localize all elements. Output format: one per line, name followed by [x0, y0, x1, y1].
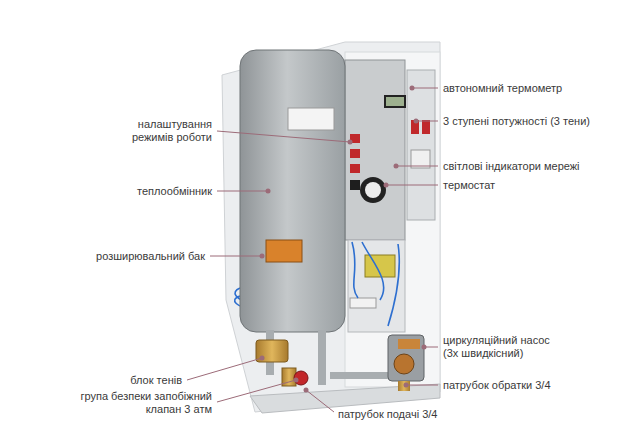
heater-block: [256, 340, 288, 362]
part-label: група безпеки запобіжний клапан 3 атм: [72, 390, 212, 416]
leader-dot: [304, 388, 309, 393]
leader-dot: [294, 378, 299, 383]
part-label: патрубок подачі 3/4: [338, 408, 437, 421]
leader-line: [396, 166, 438, 167]
leader-dot: [404, 383, 409, 388]
breaker-rail: [407, 70, 435, 220]
leader-line: [416, 121, 438, 122]
return-pipe: [398, 381, 410, 391]
leader-dots: [260, 86, 427, 393]
leader-line: [217, 380, 296, 402]
pump-plate: [398, 339, 420, 349]
leader-line: [217, 191, 268, 192]
part-label: патрубок обратки 3/4: [443, 379, 551, 392]
leader-line: [306, 390, 334, 412]
part-label: світлові індикатори мережі: [443, 160, 580, 173]
leader-dot: [410, 86, 415, 91]
breaker: [422, 120, 430, 134]
side-sheet: [222, 42, 440, 412]
part-label: циркуляційний насос (3х швидкісний): [443, 334, 568, 360]
leader-lines: [187, 88, 438, 412]
leader-line: [406, 385, 438, 386]
leader-line: [217, 131, 350, 142]
leader-dot: [414, 119, 419, 124]
pipe: [330, 372, 390, 379]
leader-dot: [260, 356, 265, 361]
part-label: автономний термометр: [443, 82, 562, 95]
pump-head: [394, 354, 414, 374]
power-switch: [350, 164, 360, 173]
leader-dot: [422, 345, 427, 350]
leader-dot: [384, 183, 389, 188]
warning-sticker: [266, 240, 302, 262]
leader-line: [412, 88, 438, 89]
part-label: налаштування режимів роботи: [117, 118, 212, 144]
part-label: 3 ступені потужності (3 тени): [443, 115, 590, 128]
wires: [352, 242, 399, 326]
leader-line: [386, 185, 438, 186]
leader-line: [187, 358, 262, 380]
thermostat-dial: [365, 182, 381, 198]
leader-dot: [266, 189, 271, 194]
valve-cap: [294, 371, 308, 385]
thermometer-display: [386, 97, 404, 106]
relay: [411, 150, 430, 168]
mode-switch: [350, 180, 360, 190]
pump-motor: [388, 335, 424, 381]
terminal-block: [350, 298, 376, 308]
leader-dot: [260, 254, 265, 259]
part-label: блок тенів: [130, 374, 182, 387]
pipe: [318, 330, 326, 385]
leader-line: [210, 256, 262, 257]
leader-dot: [348, 140, 353, 145]
thermostat-knob: [360, 177, 386, 203]
part-label: теплообмінник: [137, 185, 212, 198]
power-switch: [350, 149, 360, 158]
leader-dot: [394, 164, 399, 169]
part-label: термостат: [443, 179, 495, 192]
thermometer-frame: [384, 95, 406, 108]
wiring-bay: [348, 240, 405, 332]
back-panel: [345, 52, 440, 387]
part-label: розширювальний бак: [96, 250, 205, 263]
tank-sticker: [288, 108, 334, 130]
control-panel: [345, 60, 405, 240]
